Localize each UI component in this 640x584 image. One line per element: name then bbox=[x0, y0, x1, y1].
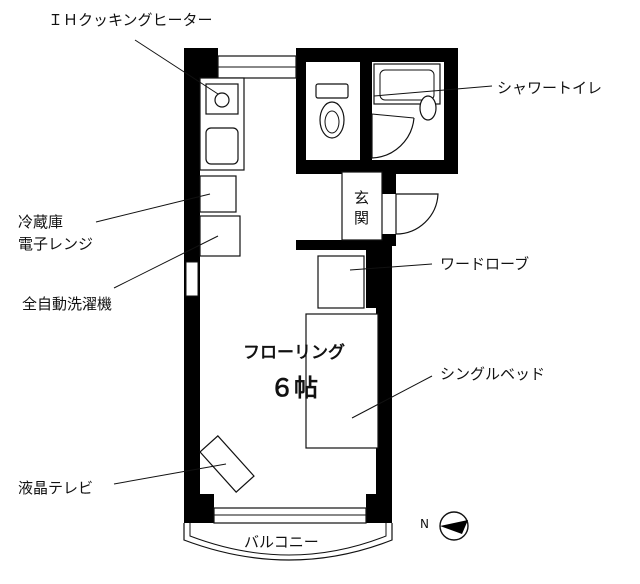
wall-bath-left bbox=[296, 48, 306, 174]
wardrobe-box bbox=[317, 255, 365, 309]
wall-right-lower bbox=[376, 240, 392, 523]
washing-machine bbox=[199, 215, 241, 257]
wall-wardrobe-side bbox=[366, 240, 392, 308]
leader-washer bbox=[113, 235, 219, 289]
wash-basin bbox=[419, 95, 437, 121]
toilet-bowl bbox=[319, 101, 345, 139]
label-entrance-bottom: 関 bbox=[354, 209, 370, 227]
kitchen-sink bbox=[205, 127, 239, 165]
label-north: N bbox=[420, 517, 429, 531]
leader-ih bbox=[134, 39, 219, 95]
wall-top-left bbox=[184, 48, 218, 78]
wall-top-right bbox=[296, 48, 456, 62]
window-left bbox=[185, 261, 199, 297]
label-room-size: ６帖 bbox=[270, 374, 318, 402]
label-lcd-tv: 液晶テレビ bbox=[18, 479, 94, 497]
leader-bed bbox=[351, 375, 433, 419]
entrance-area bbox=[341, 171, 383, 241]
entrance-door-swing bbox=[395, 193, 439, 235]
wall-bottom-right bbox=[366, 494, 392, 523]
balcony bbox=[183, 523, 393, 561]
leader-tv bbox=[113, 463, 227, 485]
wall-bath-bottom bbox=[296, 160, 458, 174]
label-washing-machine: 全自動洗濯機 bbox=[22, 295, 113, 313]
label-wardrobe: ワードローブ bbox=[440, 255, 530, 273]
wall-bath-right bbox=[444, 48, 458, 172]
label-microwave: 電子レンジ bbox=[18, 235, 94, 253]
single-bed bbox=[305, 313, 379, 449]
label-flooring: フローリング bbox=[243, 343, 345, 363]
label-single-bed: シングルベッド bbox=[440, 365, 546, 383]
refrigerator bbox=[199, 175, 237, 213]
leader-fridge bbox=[95, 193, 211, 223]
label-balcony: バルコニー bbox=[244, 533, 319, 551]
wall-wardrobe-top bbox=[296, 240, 392, 250]
toilet-tank bbox=[315, 83, 349, 99]
wall-entrance-right bbox=[382, 172, 396, 194]
wall-bottom-left bbox=[184, 494, 214, 523]
label-refrigerator: 冷蔵庫 bbox=[18, 213, 64, 231]
ih-burner-icon bbox=[214, 92, 230, 108]
wall-shower-divider bbox=[360, 62, 372, 160]
ih-cooking-heater bbox=[205, 83, 239, 115]
leader-wardrobe bbox=[349, 263, 433, 271]
label-ih-cooking-heater: ＩＨクッキングヒーター bbox=[48, 11, 213, 29]
leader-shower bbox=[373, 85, 493, 97]
lcd-tv bbox=[199, 435, 255, 493]
label-shower-toilet: シャワートイレ bbox=[497, 79, 603, 97]
label-entrance-top: 玄 bbox=[354, 189, 370, 207]
bath-door-swing bbox=[371, 114, 415, 159]
